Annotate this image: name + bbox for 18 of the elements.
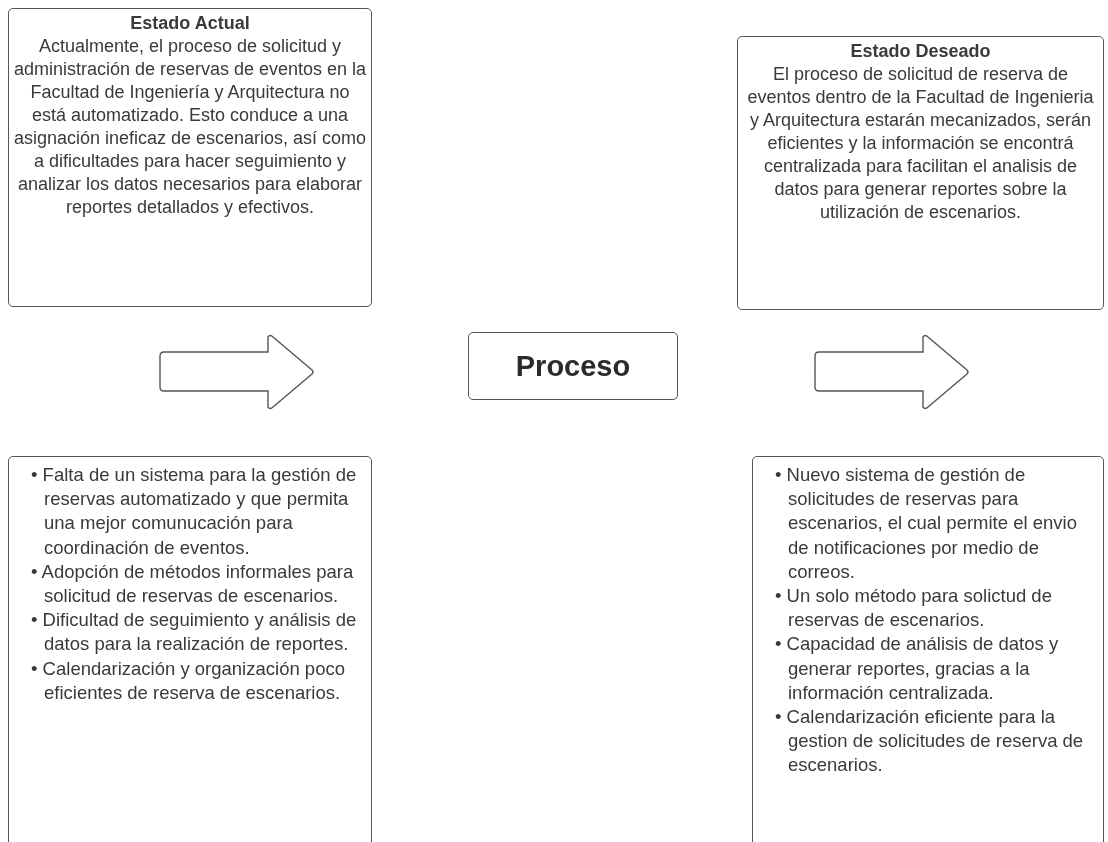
box-description: El proceso de solicitud de reserva de eventos dentro de la Facultad de Ingenieria y Arquitectura estarán mecanizados, serán eficientes y la información se encontrá centralizada para facilitan el analisis de datos para generar reportes sobre la utilización de escenarios. [746,63,1095,224]
bullet-item: • Calendarización y organización poco eficientes de reserva de escenarios. [31,656,346,705]
bullet-item: • Un solo método para solictud de reservas de escenarios. [775,584,1053,633]
process-title: Proceso [515,349,631,383]
box-description: Actualmente, el proceso de solicitud y administración de reservas de eventos en la Facultad de Ingeniería y Arquitectura no está automatizado. Esto conduce a una asignación ineficaz de escenarios, así como a dificultades para hacer seguimiento y analizar los datos necesarios para elaborar reportes detallados y efectivos. [13,35,367,219]
process-box [468,332,678,400]
bullet-item: • Falta de un sistema para la gestión de reservas automatizado y que permita una mejor comunucación para coordinación de eventos. [31,463,358,560]
list-box [8,456,372,842]
state-box [737,36,1104,310]
state-box [8,8,372,307]
bullet-item: • Adopción de métodos informales para solicitud de reservas de escenarios. [31,559,355,608]
bullet-item: • Calendarización eficiente para la gestion de solicitudes de reserva de escenarios. [775,705,1085,778]
bullet-item: • Dificultad de seguimiento y análisis de datos para la realización de reportes. [31,608,358,657]
box-heading: Estado Actual [129,12,251,35]
list-box [752,456,1104,842]
box-heading: Estado Deseado [849,40,992,63]
bullet-item: • Capacidad de análisis de datos y generar reportes, gracias a la información centralizada. [775,632,1060,705]
bullet-item: • Nuevo sistema de gestión de solicitudes de reservas para escenarios, el cual permite el envio de notificaciones por medio de correos. [775,463,1078,584]
